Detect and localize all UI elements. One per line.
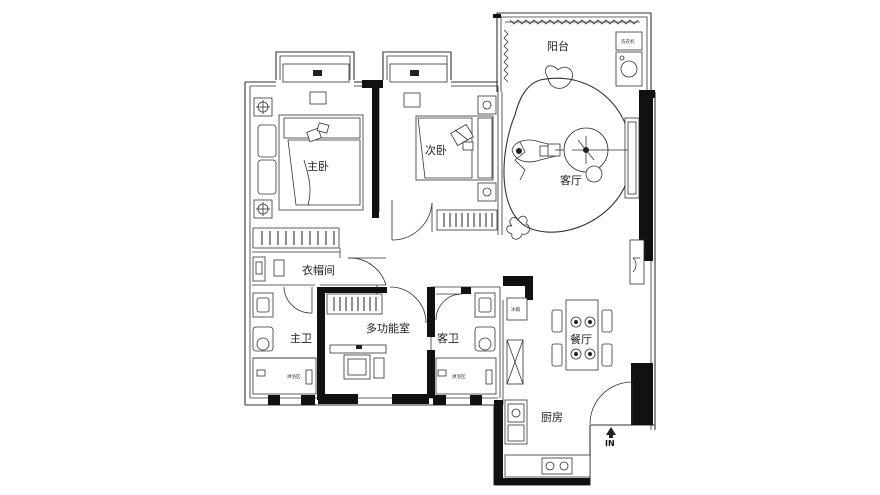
dining-room: 餐厅 冰箱: [506, 297, 613, 385]
multi-function-room-label: 多功能室: [366, 321, 410, 335]
balcony-label: 阳台: [547, 39, 569, 53]
second-bedroom-label: 次卧: [425, 143, 447, 157]
thick-walls: [268, 14, 655, 485]
master-bathroom: 主卫 淋浴区: [252, 286, 317, 395]
entrance-label: IN: [605, 439, 615, 448]
kitchen-label: 厨房: [541, 411, 563, 424]
entrance-arrow-icon: [606, 427, 616, 435]
balcony-area: 洗衣机 阳台: [503, 19, 643, 89]
kitchen: 厨房: [504, 399, 591, 478]
fridge-label: 冰箱: [511, 306, 520, 313]
living-room-label: 客厅: [560, 173, 582, 187]
dining-room-label: 餐厅: [570, 332, 592, 346]
living-room: 客厅: [503, 77, 645, 285]
entrance: IN: [589, 381, 633, 448]
walk-in-closet-label: 衣帽间: [302, 263, 335, 277]
guest-bathroom: 客卫 淋浴区: [435, 292, 497, 395]
guest-bathroom-label: 客卫: [437, 331, 459, 345]
washing-machine-label: 洗衣机: [621, 38, 635, 45]
multi-function-room: 多功能室: [326, 286, 427, 380]
second-bedroom: 次卧: [389, 63, 498, 241]
master-bathroom-label: 主卫: [290, 332, 312, 345]
guest-shower-area-label: 淋浴区: [452, 373, 466, 380]
master-bedroom: 主卧: [253, 63, 364, 219]
walk-in-closet: 衣帽间: [252, 227, 387, 286]
master-shower-area-label: 淋浴区: [287, 373, 301, 380]
thin-wall-lines: [244, 12, 656, 486]
master-bedroom-label: 主卧: [307, 160, 329, 173]
